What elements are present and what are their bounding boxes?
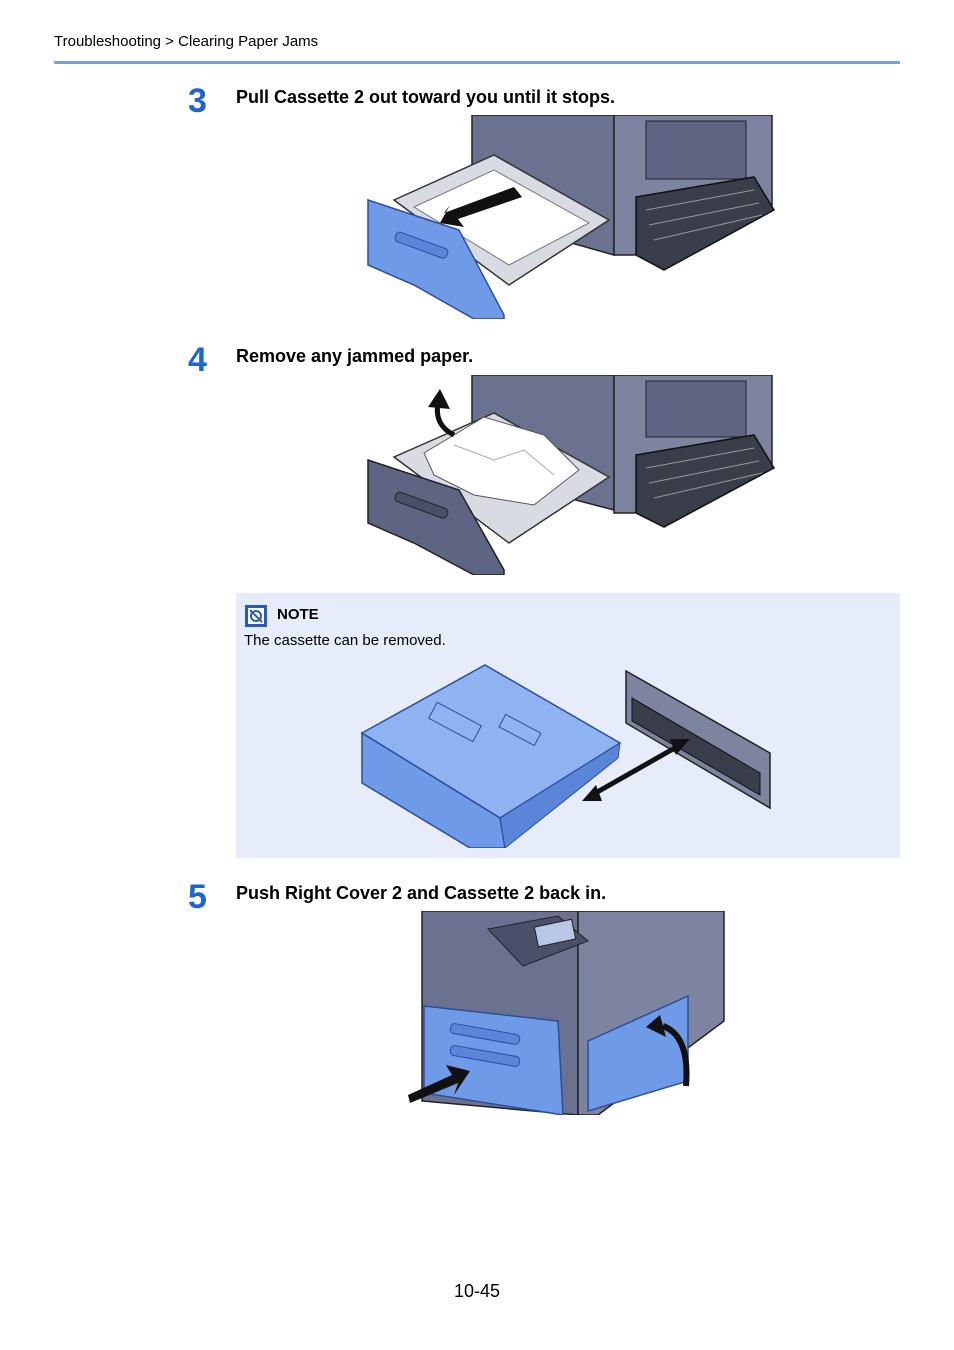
step-5-text: Push Right Cover 2 and Cassette 2 back i… <box>236 883 607 903</box>
note-box: NOTE The cassette can be removed. <box>236 593 900 858</box>
note-title: NOTE <box>277 606 319 623</box>
header-rule <box>54 61 900 64</box>
step-4-number: 4 <box>188 341 207 379</box>
note-text: The cassette can be removed. <box>244 632 446 649</box>
page-number: 10-45 <box>453 1281 501 1301</box>
step-4-text: Remove any jammed paper. <box>236 346 474 366</box>
remove-jammed-paper-illustration <box>367 375 776 575</box>
cassette-removal-illustration <box>360 664 771 848</box>
step-5-number: 5 <box>188 878 207 916</box>
pull-cassette-illustration <box>367 115 776 319</box>
step-3-text: Pull Cassette 2 out toward you until it … <box>236 87 616 107</box>
push-cover-cassette-illustration <box>408 911 725 1115</box>
breadcrumb: Troubleshooting > Clearing Paper Jams <box>54 33 319 50</box>
note-icon <box>245 605 267 627</box>
step-3-number: 3 <box>188 82 207 120</box>
